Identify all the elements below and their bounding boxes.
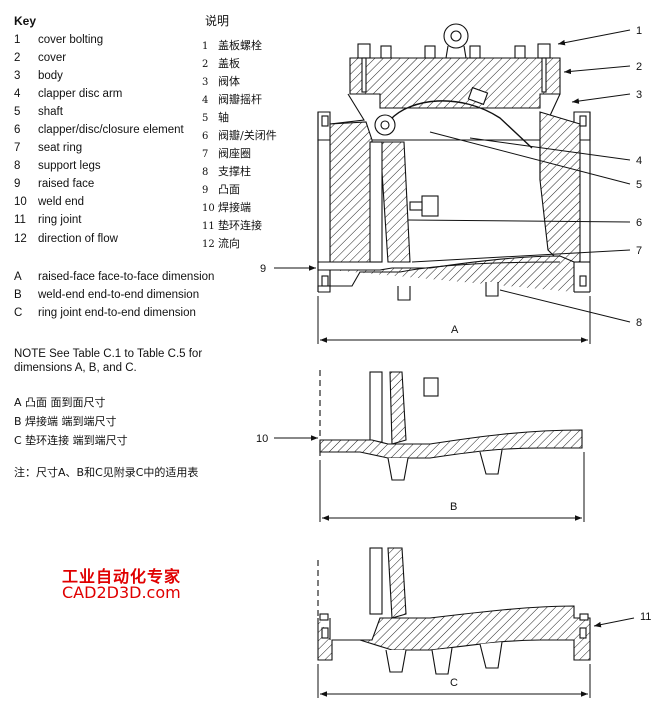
callout-2: 2 (636, 61, 642, 73)
dimension-item-cn: B 焊接端 端到端尺寸 (14, 415, 117, 428)
callout-4: 4 (636, 155, 642, 167)
callout-5: 5 (636, 179, 642, 191)
callout-1: 1 (636, 25, 642, 37)
callout-8: 8 (636, 317, 642, 329)
key-title: Key (14, 14, 37, 28)
dimension-c (317, 617, 635, 698)
valve-ring-joint-view (317, 547, 591, 675)
callout-6: 6 (636, 217, 642, 229)
valve-main-view (317, 23, 591, 301)
callout-3: 3 (636, 89, 642, 101)
callout-7: 7 (636, 245, 642, 257)
callout-11: 11 (640, 611, 651, 623)
dimension-letter-c: C (450, 677, 458, 689)
note-text: NOTE See Table C.1 to Table C.5 for dime… (14, 348, 203, 374)
dimension-letter-a: A (451, 324, 459, 336)
watermark-url: CAD2D3D.com (62, 583, 181, 602)
watermark-brand: 工业自动化专家 (62, 567, 182, 586)
callout-10: 10 (256, 433, 268, 445)
dimension-a (317, 296, 591, 344)
dimension-item-cn: C 垫环连接 端到端尺寸 (14, 434, 128, 447)
key-title-cn: 说明 (205, 14, 230, 28)
callout-lines (274, 29, 631, 323)
dimension-b (274, 435, 585, 522)
callout-9: 9 (260, 263, 266, 275)
dimension-letter-b: B (450, 501, 457, 513)
note-text-cn: 注：尺寸A、B和C见附录C中的适用表 (14, 466, 199, 479)
dimension-item-cn: A 凸面 面到面尺寸 (14, 396, 106, 409)
valve-weld-end-view (319, 370, 583, 481)
